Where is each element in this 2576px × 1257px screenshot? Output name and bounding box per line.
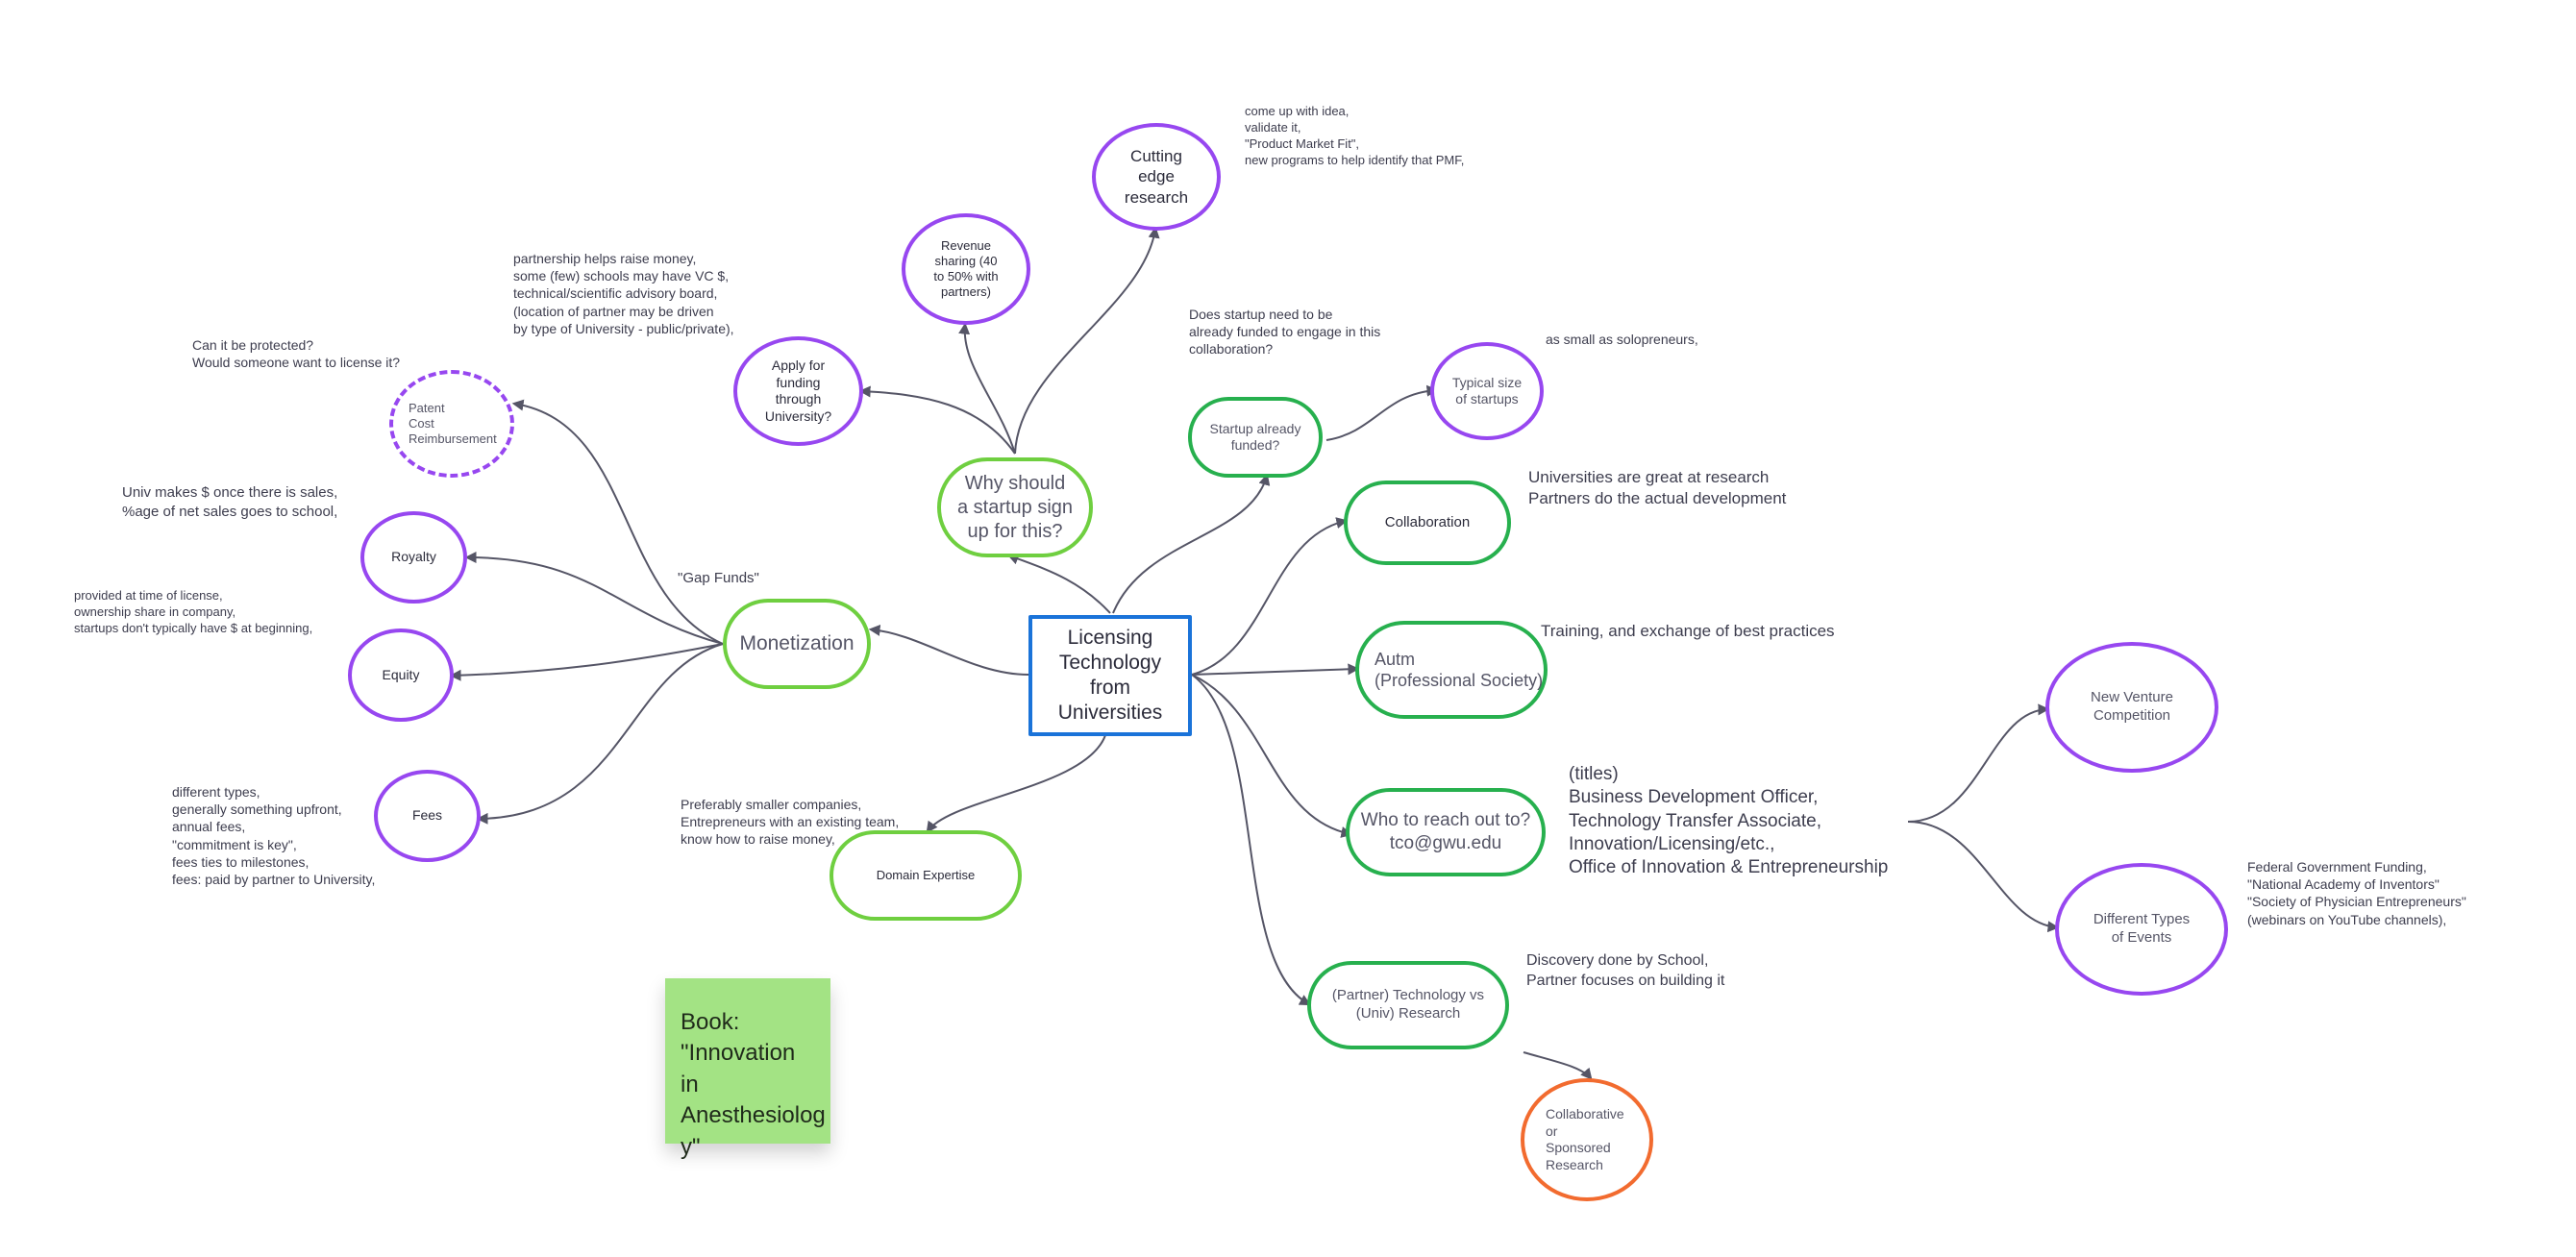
node-autm[interactable]: Autm (Professional Society) — [1355, 621, 1548, 719]
node-typical-size[interactable]: Typical size of startups — [1430, 342, 1544, 440]
central-node[interactable]: Licensing Technology from Universities — [1028, 615, 1192, 736]
sticky-note-book[interactable]: Book: "Innovation in Anesthesiolog y" — [665, 978, 830, 1160]
node-why-startup[interactable]: Why should a startup sign up for this? — [937, 457, 1093, 557]
edge-monetization-fees — [476, 643, 724, 825]
node-collaboration[interactable]: Collaboration — [1344, 481, 1511, 565]
node-revenue-sharing[interactable]: Revenue sharing (40 to 50% with partners… — [902, 213, 1030, 325]
edge-central-why — [1006, 553, 1111, 614]
node-fees[interactable]: Fees — [374, 770, 481, 862]
note-discovery[interactable]: Discovery done by School, Partner focuse… — [1526, 952, 1725, 989]
node-different-events[interactable]: Different Types of Events — [2055, 863, 2228, 996]
note-autm[interactable]: Training, and exchange of best practices — [1541, 622, 1835, 640]
note-royalty[interactable]: Univ makes $ once there is sales, %age o… — [122, 484, 338, 520]
note-federal[interactable]: Federal Government Funding, "National Ac… — [2247, 859, 2466, 927]
note-partnership[interactable]: partnership helps raise money, some (few… — [513, 251, 734, 336]
node-royalty[interactable]: Royalty — [360, 511, 467, 604]
edge-central-autm — [1191, 663, 1360, 676]
note-equity[interactable]: provided at time of license, ownership s… — [74, 588, 313, 635]
note-fees[interactable]: different types, generally something upf… — [172, 784, 376, 887]
edge-titles-newventure — [1907, 703, 2050, 823]
node-domain-expertise[interactable]: Domain Expertise — [830, 830, 1022, 921]
edge-titles-events — [1907, 821, 2060, 933]
node-patent-cost[interactable]: Patent Cost Reimbursement — [389, 370, 514, 478]
note-titles[interactable]: (titles) Business Development Officer, T… — [1569, 764, 1889, 878]
note-domain[interactable]: Preferably smaller companies, Entreprene… — [681, 797, 900, 848]
node-who-reach[interactable]: Who to reach out to? tco@gwu.edu — [1346, 788, 1546, 876]
edge-central-funded — [1112, 473, 1271, 614]
edge-central-partner — [1191, 674, 1312, 1006]
node-apply-funding[interactable]: Apply for funding through University? — [733, 336, 863, 446]
note-cutting-edge[interactable]: come up with idea, validate it, "Product… — [1245, 104, 1465, 167]
note-gap-funds[interactable]: "Gap Funds" — [678, 570, 759, 586]
edge-central-domain — [926, 734, 1106, 833]
edge-central-monetization — [868, 624, 1029, 676]
edge-funded-typical — [1325, 384, 1439, 441]
edge-central-who — [1191, 674, 1353, 838]
edge-monetization-patent — [511, 399, 724, 645]
node-equity[interactable]: Equity — [348, 628, 454, 722]
edge-why-cutting — [1014, 226, 1160, 455]
node-monetization[interactable]: Monetization — [723, 599, 871, 689]
node-new-venture[interactable]: New Venture Competition — [2045, 642, 2218, 773]
edge-why-revenue — [958, 322, 1016, 455]
edge-partner-collab — [1523, 1051, 1593, 1080]
node-partner-tech[interactable]: (Partner) Technology vs (Univ) Research — [1307, 961, 1509, 1049]
node-startup-funded[interactable]: Startup already funded? — [1188, 397, 1323, 478]
node-collab-sponsored[interactable]: Collaborative or Sponsored Research — [1521, 1078, 1653, 1201]
edge-why-apply — [858, 385, 1016, 455]
node-cutting-edge[interactable]: Cutting edge research — [1092, 123, 1221, 231]
note-collaboration[interactable]: Universities are great at research Partn… — [1528, 468, 1787, 508]
note-typical-size[interactable]: as small as solopreneurs, — [1546, 332, 1698, 347]
edge-central-collab — [1191, 517, 1349, 676]
note-startup-funded[interactable]: Does startup need to be already funded t… — [1189, 307, 1381, 357]
edge-monetization-equity — [449, 643, 724, 681]
note-patent[interactable]: Can it be protected? Would someone want … — [192, 337, 401, 371]
